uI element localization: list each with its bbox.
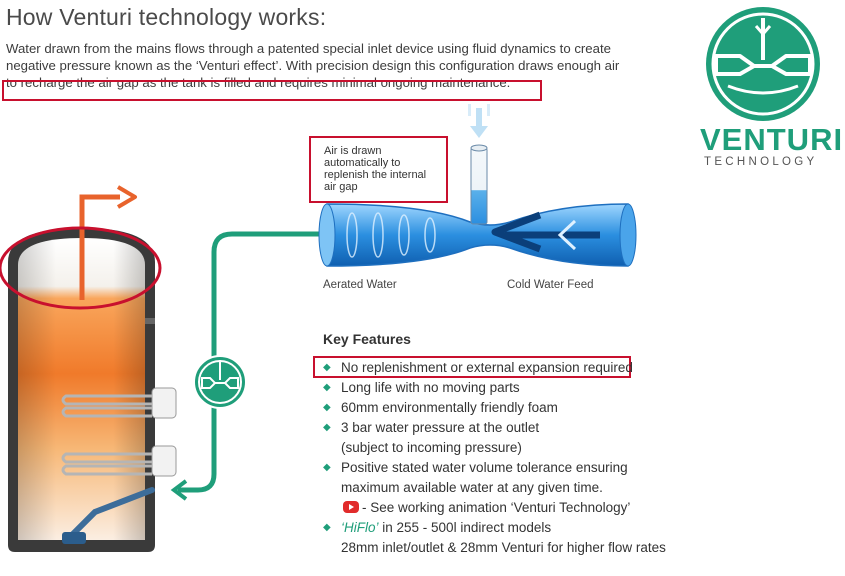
- feature-item: ◆‘HiFlo’ in 255 - 500l indirect models: [323, 518, 843, 538]
- air-gap-highlight: [0, 226, 162, 310]
- bullet-icon: ◆: [323, 422, 331, 433]
- bullet-icon: ◆: [323, 362, 331, 373]
- feature-item: ◆No replenishment or external expansion …: [323, 358, 843, 378]
- page-title: How Venturi technology works:: [6, 4, 327, 30]
- venturi-device: [318, 203, 637, 267]
- feature-highlight-box: [313, 356, 631, 378]
- feature-item: ◆Positive stated water volume tolerance …: [323, 458, 843, 478]
- intro-line-2: negative pressure known as the ‘Venturi …: [6, 58, 620, 73]
- air-note-line-4: air gap: [324, 181, 358, 193]
- youtube-icon[interactable]: [343, 501, 359, 513]
- logo-subtitle: TECHNOLOGY: [704, 156, 818, 168]
- venturi-badge-icon: [193, 355, 247, 409]
- inlet-diffuser: [62, 532, 86, 544]
- cold-water-feed-label: Cold Water Feed: [507, 279, 594, 291]
- intro-line-1: Water drawn from the mains flows through…: [6, 41, 611, 56]
- cold-feed-pipe: [178, 231, 325, 493]
- lower-heating-element: [61, 445, 177, 477]
- feature-item-continued: 28mm inlet/outlet & 28mm Venturi for hig…: [341, 540, 666, 555]
- air-note-line-3: replenish the internal: [324, 169, 427, 181]
- air-note: Air is drawn automatically to replenish …: [324, 145, 442, 193]
- air-note-box: [309, 136, 448, 203]
- cold-feed-arrow: [170, 479, 188, 501]
- venturi-logo-icon: [706, 7, 820, 121]
- upper-heating-element: [61, 387, 177, 419]
- bullet-icon: ◆: [323, 522, 331, 533]
- air-intake-tube: [470, 144, 488, 225]
- hiflo-label: ‘HiFlo’: [341, 520, 379, 535]
- bullet-icon: ◆: [323, 462, 331, 473]
- feature-item-continued: (subject to incoming pressure): [341, 440, 522, 455]
- features-list: ◆No replenishment or external expansion …: [323, 358, 843, 558]
- intro-text: Water drawn from the mains flows through…: [6, 40, 656, 91]
- logo-wordmark: VENTURI: [700, 122, 844, 157]
- hot-outlet-arrow: [116, 185, 137, 209]
- features-title: Key Features: [323, 331, 411, 347]
- bullet-icon: ◆: [323, 402, 331, 413]
- aerated-water-label: Aerated Water: [323, 279, 397, 291]
- feature-item-continued: maximum available water at any given tim…: [341, 480, 603, 495]
- intro-line-3: to recharge the air gap as the tank is f…: [6, 75, 511, 90]
- feature-item: ◆60mm environmentally friendly foam: [323, 398, 843, 418]
- air-note-line-2: automatically to: [324, 157, 401, 169]
- air-note-line-1: Air is drawn: [324, 145, 382, 157]
- feature-item: ◆3 bar water pressure at the outlet: [323, 418, 843, 438]
- inlet-diffuser-pipe: [67, 487, 155, 540]
- bullet-icon: ◆: [323, 382, 331, 393]
- animation-link[interactable]: - See working animation ‘Venturi Technol…: [323, 498, 843, 518]
- intro-highlight-box: [2, 80, 542, 101]
- feature-item: ◆Long life with no moving parts: [323, 378, 843, 398]
- air-flow-arrow-icon: [468, 104, 490, 138]
